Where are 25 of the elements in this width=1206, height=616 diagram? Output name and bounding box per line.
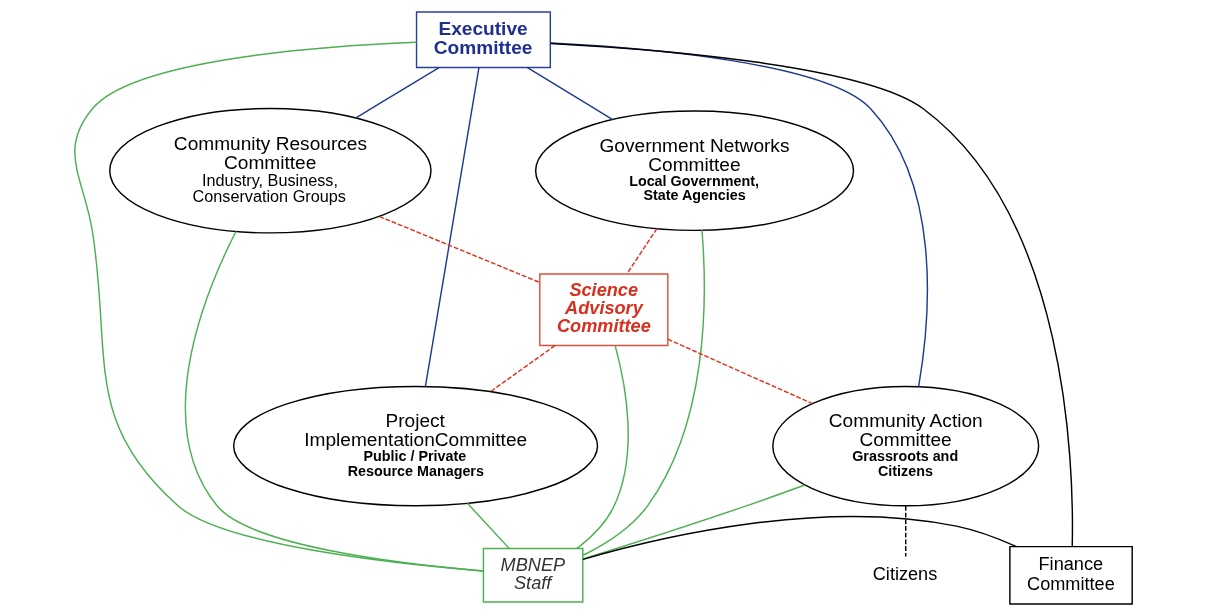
node-box: Science Advisory Committee	[538, 273, 669, 347]
connector	[549, 42, 928, 388]
connector	[184, 230, 484, 572]
node-box: Executive Committee	[415, 11, 551, 69]
node-ellipse: Community Resources Committee Industry, Business, Conservation Groups	[108, 107, 432, 234]
connector	[73, 41, 484, 572]
connector	[625, 227, 658, 275]
node-ellipse: Project ImplementationCommittee Public / Private Resource Managers	[232, 385, 598, 507]
node-box: Finance Committee	[1008, 545, 1133, 605]
connector	[575, 344, 629, 550]
connector	[489, 344, 556, 393]
node-ellipse: Government Networks Committee Local Government, State Agencies	[534, 110, 854, 232]
connector	[424, 66, 480, 388]
connector	[581, 229, 705, 556]
connector	[354, 66, 440, 119]
connector	[666, 338, 813, 405]
connector	[581, 515, 1017, 561]
connector	[466, 502, 510, 550]
connector	[904, 505, 906, 558]
node-ellipse: Community Action Committee Grassroots and Citizens	[771, 385, 1039, 507]
node-box: MBNEP Staff	[482, 547, 583, 603]
connector	[526, 66, 613, 121]
connector	[549, 42, 1073, 548]
connector	[378, 215, 540, 284]
node-text: Citizens	[872, 563, 937, 584]
